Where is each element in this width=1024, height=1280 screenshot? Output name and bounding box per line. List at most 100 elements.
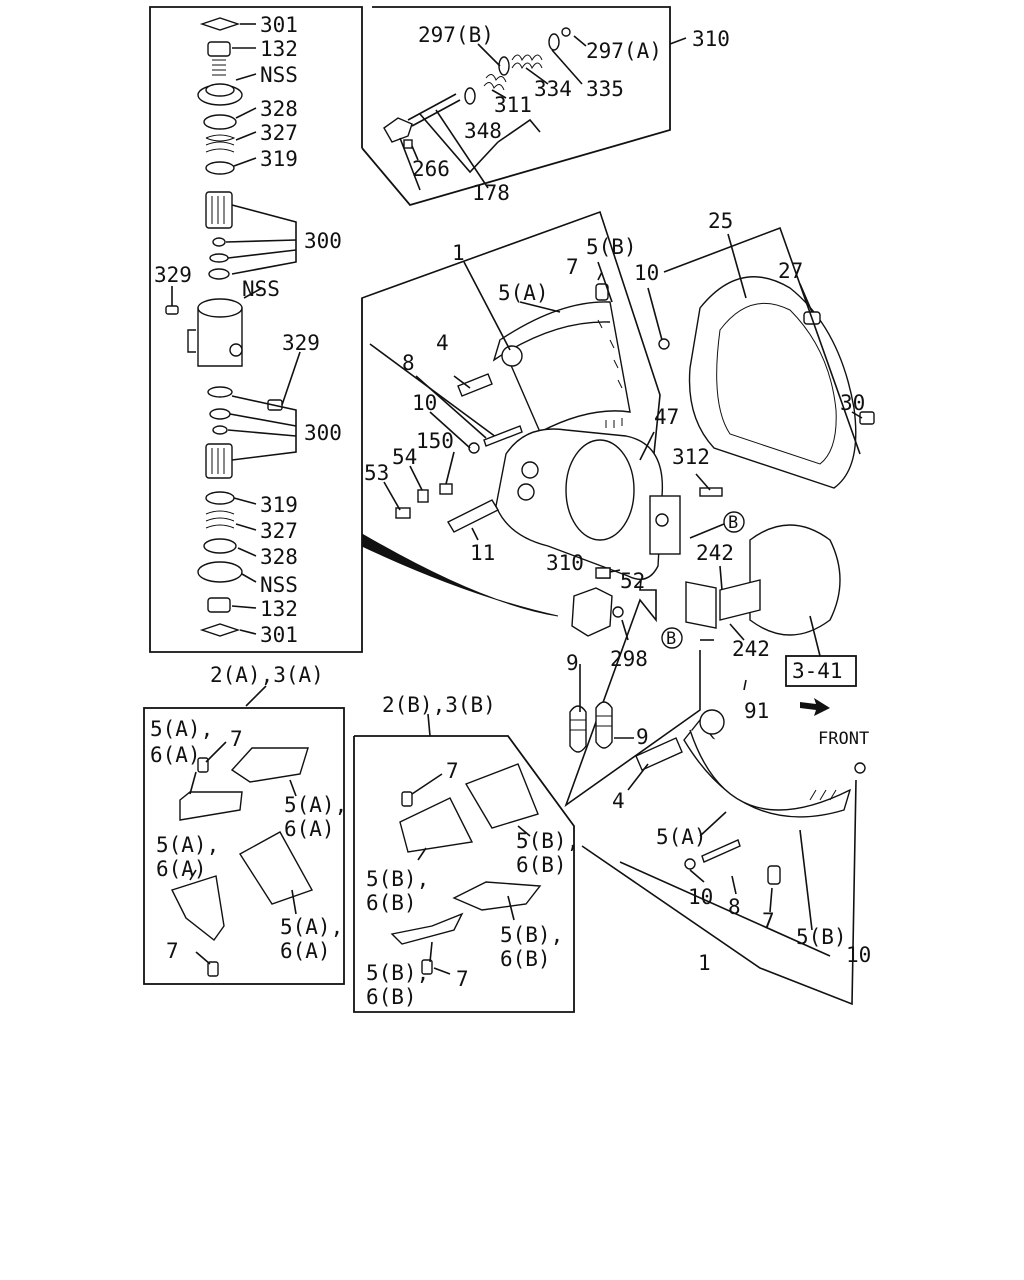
callout-319-top: 319 — [260, 147, 298, 171]
kit-a-leaders — [189, 741, 297, 965]
upper-brake-shoe — [492, 283, 631, 433]
insert-labels: 301 132 NSS 328 327 319 300 329 NSS 329 … — [154, 13, 342, 647]
kit-b-leaders — [411, 773, 531, 975]
callout-7-bot: 7 — [762, 909, 775, 933]
kit-a-callout-10: 7 — [166, 939, 179, 963]
callout-53: 53 — [364, 461, 389, 485]
callout-5a-top: 5(A) — [498, 281, 549, 305]
callout-301-bot: 301 — [260, 623, 298, 647]
callout-9-b: 9 — [636, 725, 649, 749]
callout-5b-bot: 5(B) — [796, 925, 847, 949]
kit-a-callout-5: 6(A) — [284, 817, 335, 841]
kit-a-callout-9: 6(A) — [280, 939, 331, 963]
callout-329-left: 329 — [154, 263, 192, 287]
front-label: FRONT — [818, 729, 869, 749]
callout-329-right: 329 — [282, 331, 320, 355]
callout-nss-top: NSS — [260, 63, 298, 87]
callout-300-top: 300 — [304, 229, 342, 253]
kit-b-callout-6: 5(B), — [500, 923, 563, 947]
kit-a-callout-3: 7 — [230, 727, 243, 751]
cylinder-insert-frame — [149, 6, 363, 653]
callout-297a: 297(A) — [586, 39, 662, 63]
callout-327-top: 327 — [260, 121, 298, 145]
kit-a-callout-6: 5(A), — [156, 833, 219, 857]
callout-5b-top: 5(B) — [586, 235, 637, 259]
kit-a-callout-7: 6(A) — [156, 857, 207, 881]
callout-52: 52 — [620, 569, 645, 593]
brake-spider — [495, 428, 681, 580]
lower-brake-shoe — [635, 709, 866, 885]
callout-10-bot-b: 10 — [846, 943, 871, 967]
kit-b-callout-5: 6(B) — [366, 891, 417, 915]
return-springs — [569, 701, 613, 753]
callout-25: 25 — [708, 209, 733, 233]
kit-b-callout-2: 5(B), — [516, 829, 579, 853]
callout-132-bot: 132 — [260, 597, 298, 621]
cylinder-stack-parts — [165, 17, 283, 637]
main-frame — [361, 210, 701, 808]
adjuster-labels: 297(B) 297(A) 310 334 335 311 348 266 17… — [412, 23, 730, 205]
main-labels: 1 5(A) 5(B) 7 10 25 27 30 8 4 10 150 47 … — [364, 209, 871, 975]
adjuster-insert-frame — [361, 6, 671, 207]
callout-27: 27 — [778, 259, 803, 283]
kit-a-callout-8: 5(A), — [280, 915, 343, 939]
callout-10-bot-a: 10 — [688, 885, 713, 909]
kit-b-callout-3: 6(B) — [516, 853, 567, 877]
callout-178: 178 — [472, 181, 510, 205]
callout-311: 311 — [494, 93, 532, 117]
kit-b-callout-9: 6(B) — [366, 985, 417, 1009]
callout-328-bot: 328 — [260, 545, 298, 569]
callout-11: 11 — [470, 541, 495, 565]
callout-10-mid: 10 — [412, 391, 437, 415]
callout-266: 266 — [412, 157, 450, 181]
callout-10-top: 10 — [634, 261, 659, 285]
callout-297b: 297(B) — [418, 23, 494, 47]
callout-334: 334 — [534, 77, 572, 101]
callout-91: 91 — [744, 699, 769, 723]
callout-300-bot: 300 — [304, 421, 342, 445]
callout-1-bot: 1 — [698, 951, 711, 975]
callout-8-bot: 8 — [728, 895, 741, 919]
callout-312: 312 — [672, 445, 710, 469]
callout-4-top: 4 — [436, 331, 449, 355]
callout-3-41: 3-41 — [792, 659, 843, 683]
callout-301-top: 301 — [260, 13, 298, 37]
callout-310-b: 310 — [546, 551, 584, 575]
callout-335: 335 — [586, 77, 624, 101]
callout-348: 348 — [464, 119, 502, 143]
adjuster-parts — [383, 27, 571, 149]
front-arrow-icon — [800, 698, 830, 716]
main-leaders — [383, 226, 863, 1006]
kit-b-labels: 7 5(B), 6(B) 5(B), 6(B) 5(B), 6(B) 5(B),… — [366, 759, 579, 1009]
callout-150: 150 — [416, 429, 454, 453]
kit-b-callout-10: 7 — [456, 967, 469, 991]
backing-plate — [688, 276, 875, 489]
kit-b-frame — [353, 735, 575, 1013]
callout-47: 47 — [654, 405, 679, 429]
callout-7-top: 7 — [566, 255, 579, 279]
callout-319-bot: 319 — [260, 493, 298, 517]
callout-nss-bot: NSS — [260, 573, 298, 597]
callout-327-bot: 327 — [260, 519, 298, 543]
callout-b1: B — [728, 513, 738, 533]
callout-242-a: 242 — [696, 541, 734, 565]
callout-b2: B — [666, 629, 676, 649]
insert-leaders — [171, 23, 301, 635]
upper-pins — [457, 338, 670, 454]
callout-328-top: 328 — [260, 97, 298, 121]
kit-a-labels: 5(A), 6(A) 7 5(A), 6(A) 5(A), 6(A) 5(A),… — [150, 717, 347, 963]
kit-a-frame — [143, 707, 345, 985]
pointer-sweep — [361, 533, 559, 617]
kit-a-callout-4: 5(A), — [284, 793, 347, 817]
kit-b-callout-8: 5(B), — [366, 961, 429, 985]
callout-9-a: 9 — [566, 651, 579, 675]
ref-circle-b2 — [661, 627, 683, 649]
ref-circle-b1 — [723, 511, 745, 533]
callout-1-top: 1 — [452, 241, 465, 265]
kit-b-title: 2(B),3(B) — [382, 693, 496, 717]
adjuster-leaders — [399, 35, 687, 191]
kit-a-linings — [171, 747, 314, 977]
callout-5a-bot: 5(A) — [656, 825, 707, 849]
kit-a-title: 2(A),3(A) — [210, 663, 324, 687]
callout-54: 54 — [392, 445, 417, 469]
